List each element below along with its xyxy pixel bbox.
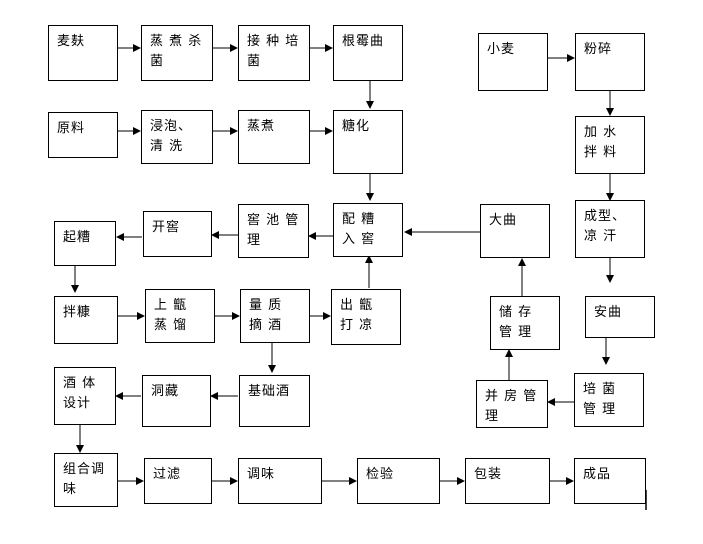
node-zhengzhu: 蒸煮: [238, 110, 310, 164]
node-dongcang: 洞藏: [142, 375, 211, 427]
node-zuhe-tiaowei: 组合调 味: [54, 453, 118, 507]
node-jiuti-sheji: 酒 体 设计: [54, 367, 116, 425]
node-jiezhong-peijun: 接 种 培 菌: [238, 25, 310, 81]
node-jianyan: 检验: [357, 458, 440, 504]
node-kaijiao: 开窖: [143, 211, 212, 257]
node-liangzhi-zhaijiu: 量 质 摘 酒: [240, 289, 310, 343]
node-yuanliao: 原料: [48, 112, 118, 158]
node-qizao: 起糟: [54, 221, 116, 266]
node-banzao: 拌糠: [54, 296, 118, 344]
node-jinpao-qingxi: 浸泡、清 洗: [141, 110, 213, 164]
node-chucun-guanli: 储 存 管 理: [490, 296, 560, 350]
node-xiaomai: 小麦: [478, 33, 548, 91]
node-anqu: 安曲: [585, 296, 655, 338]
node-bingfang-guanli: 并 房 管 理: [476, 380, 548, 428]
node-baozhuang: 包装: [465, 458, 550, 504]
node-chuzeng-daliang: 出 甑 打 凉: [331, 289, 401, 345]
node-peizao-rujiao: 配 糟 入 窖: [333, 203, 403, 257]
node-fufu: 麦麸: [48, 25, 118, 81]
node-genmeiqu: 根霉曲: [333, 25, 403, 81]
node-chengxing-liangkan: 成型、凉 汗: [575, 200, 645, 258]
node-jiashui-banliao: 加 水 拌 料: [575, 116, 645, 174]
node-guolv: 过滤: [144, 458, 212, 504]
node-chengpin: 成品: [574, 458, 646, 504]
node-shangzeng-zhengliu: 上 甑 蒸 馏: [145, 289, 215, 343]
node-fensui: 粉碎: [575, 33, 645, 91]
node-jichujiu: 基础酒: [239, 375, 310, 427]
node-tiaowei: 调味: [238, 458, 322, 504]
node-daqu: 大曲: [480, 204, 550, 258]
node-peijun-guanli: 培 菌 管 理: [574, 373, 644, 427]
node-zhengzhu-sharun: 蒸 煮 杀 菌: [141, 25, 213, 81]
node-tanghua: 糖化: [333, 110, 403, 174]
node-jiaochi-guanli: 窖 池 管 理: [238, 204, 309, 258]
